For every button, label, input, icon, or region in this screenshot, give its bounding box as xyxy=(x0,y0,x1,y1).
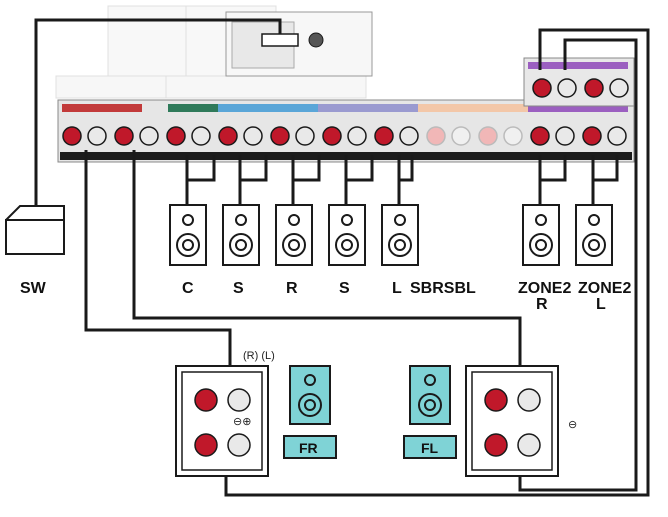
band-surround xyxy=(218,104,318,112)
zone2-l-label-line1: ZONE2 xyxy=(578,280,631,297)
zone2-l-label-line2: L xyxy=(596,296,606,313)
zone2-terminal-posts xyxy=(532,78,629,98)
terminal-unused xyxy=(503,126,523,146)
amp-terminal-red xyxy=(194,433,218,457)
front-right-label: FR xyxy=(299,440,318,456)
speaker-zone2-r xyxy=(522,204,560,266)
amp-terminal-red xyxy=(484,433,508,457)
terminal-unused xyxy=(426,126,446,146)
band-center xyxy=(168,104,218,112)
amp-terminal-red xyxy=(484,388,508,412)
terminal-white xyxy=(243,126,263,146)
speaker-zone2-l xyxy=(575,204,613,266)
terminal-white xyxy=(555,126,575,146)
speaker-label-c: C xyxy=(182,280,194,297)
band-extra xyxy=(418,104,528,112)
terminal-red xyxy=(114,126,134,146)
terminal-unused xyxy=(451,126,471,146)
speaker-l xyxy=(381,204,419,266)
terminal-white xyxy=(87,126,107,146)
fr-label-box xyxy=(283,435,337,459)
terminal-red xyxy=(62,126,82,146)
front-left-label: FL xyxy=(421,440,439,456)
terminal-white xyxy=(295,126,315,146)
terminal-white xyxy=(139,126,159,146)
amp-right-polarity-label: ⊖ xyxy=(568,419,577,431)
speaker-front-left xyxy=(409,365,451,425)
subwoofer-label: SW xyxy=(20,280,47,297)
terminal-red xyxy=(270,126,290,146)
terminal-white xyxy=(191,126,211,146)
terminal-red xyxy=(218,126,238,146)
terminal-unused xyxy=(478,126,498,146)
terminal-red xyxy=(374,126,394,146)
amplifier-front-right xyxy=(175,365,269,477)
speaker-label-sbr-sbl: SBRSBL xyxy=(410,280,476,297)
amp-terminal-red xyxy=(194,388,218,412)
amp-channel-label: (R) (L) xyxy=(243,350,275,362)
zone2-r-label-line2: R xyxy=(536,296,548,313)
amp-terminal-white xyxy=(517,388,541,412)
band-zone2 xyxy=(528,104,628,112)
zone2-r-label-line1: ZONE2 xyxy=(518,280,571,297)
speaker-c xyxy=(169,204,207,266)
front-right-cable xyxy=(84,150,232,400)
amplifier-front-left xyxy=(465,365,559,477)
zone-loop-cable-2 xyxy=(518,38,638,492)
fl-label-box xyxy=(403,435,457,459)
speaker-label-r: R xyxy=(286,280,298,297)
front-left-cable xyxy=(132,150,522,400)
speaker-label-s: S xyxy=(233,280,244,297)
zone-loop-cable xyxy=(224,28,650,497)
amp-terminal-white xyxy=(227,388,251,412)
subwoofer-cable xyxy=(34,18,282,205)
band-front xyxy=(62,104,142,112)
amp-terminal-white xyxy=(517,433,541,457)
speaker-s-2 xyxy=(328,204,366,266)
speaker-label-s: S xyxy=(339,280,350,297)
terminal-red xyxy=(530,126,550,146)
terminal-red xyxy=(322,126,342,146)
terminal-white xyxy=(399,126,419,146)
band-surround-back xyxy=(318,104,418,112)
terminal-white xyxy=(347,126,367,146)
amp-terminal-white xyxy=(227,433,251,457)
speaker-front-right xyxy=(289,365,331,425)
pre-out-panel xyxy=(225,11,373,77)
terminal-white xyxy=(607,126,627,146)
terminal-red xyxy=(582,126,602,146)
terminal-posts xyxy=(62,126,627,146)
subwoofer-rca-jack xyxy=(261,32,324,48)
subwoofer xyxy=(5,205,65,255)
speaker-s-1 xyxy=(222,204,260,266)
terminal-red xyxy=(166,126,186,146)
speaker-r xyxy=(275,204,313,266)
amp-polarity-label: ⊖⊕ xyxy=(233,416,251,428)
speaker-label-l: L xyxy=(392,280,402,297)
